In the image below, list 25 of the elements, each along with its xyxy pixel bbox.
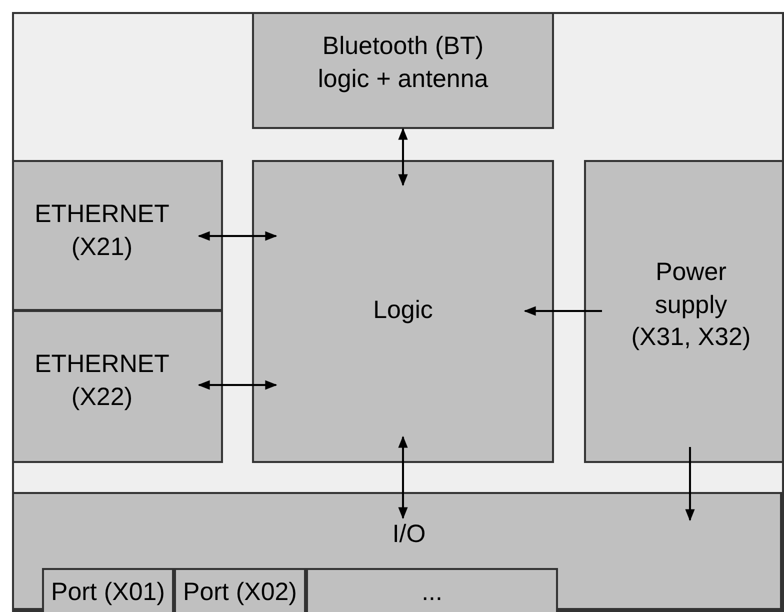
module-box bbox=[584, 160, 784, 463]
module-box bbox=[252, 160, 554, 463]
box-label: Power supply (X31, X32) bbox=[630, 257, 752, 353]
box-label: Bluetooth (BT) logic + antenna bbox=[316, 31, 490, 94]
background-panel bbox=[12, 12, 784, 612]
box-label: ETHERNET (X21) bbox=[34, 199, 170, 262]
module-box bbox=[252, 12, 554, 129]
port-cell bbox=[42, 568, 174, 612]
box-label: Port (X02) bbox=[182, 577, 298, 608]
box-label: ETHERNET (X22) bbox=[34, 349, 170, 412]
arrow bbox=[685, 447, 695, 522]
port-cell bbox=[174, 568, 306, 612]
arrow bbox=[398, 436, 408, 520]
arrow bbox=[198, 231, 278, 241]
arrow bbox=[198, 380, 278, 390]
box-label: Logic bbox=[372, 295, 434, 326]
arrow bbox=[398, 128, 408, 186]
box-label: ... bbox=[420, 577, 444, 608]
module-box bbox=[12, 492, 782, 610]
port-box bbox=[12, 310, 223, 463]
arrow bbox=[524, 306, 602, 316]
port-cell bbox=[306, 568, 558, 612]
box-label: Port (X01) bbox=[50, 577, 166, 608]
port-box bbox=[12, 160, 223, 311]
box-label: I/O bbox=[391, 519, 427, 550]
